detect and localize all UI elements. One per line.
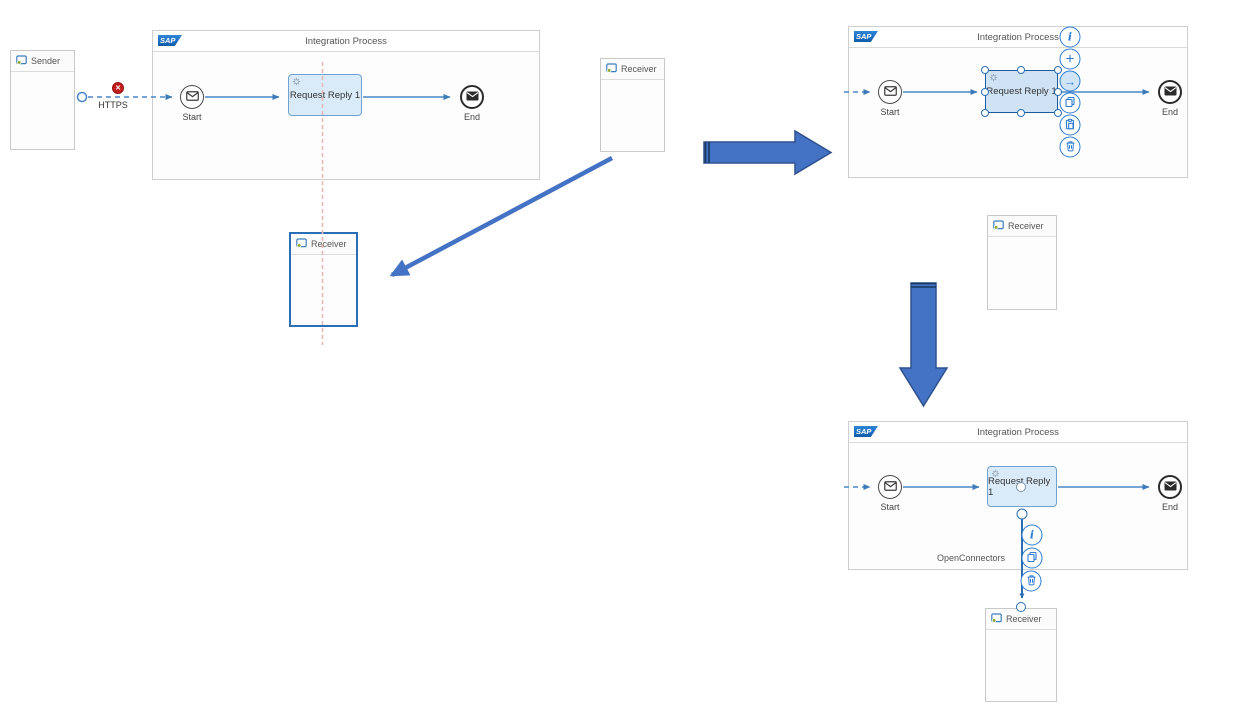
add-button[interactable]: + [1059, 48, 1081, 70]
message-icon [466, 88, 479, 106]
plus-icon: + [1065, 50, 1075, 67]
panel-header: SAP Integration Process [849, 422, 1187, 443]
request-reply-step-3[interactable]: Request Reply 1 [987, 466, 1057, 507]
resize-handle-n[interactable] [1017, 66, 1025, 74]
error-badge: ✕ [112, 82, 124, 94]
message-icon [1164, 478, 1177, 496]
paste-icon [1065, 116, 1076, 134]
step-label: Request Reply 1 [986, 86, 1057, 97]
block-arrow-down [898, 282, 949, 408]
info-button[interactable]: i [1059, 26, 1081, 48]
trash-icon [1026, 572, 1036, 590]
delete-button[interactable] [1059, 136, 1081, 158]
request-reply-step-1[interactable]: Request Reply 1 [288, 74, 362, 116]
message-icon [185, 88, 199, 106]
pool-label: Receiver [1006, 614, 1042, 624]
participant-icon [991, 613, 1002, 625]
pool-header: Receiver [291, 234, 356, 255]
trash-icon [1065, 138, 1075, 156]
pool-header: Receiver [601, 59, 664, 80]
connect-button[interactable]: → [1059, 70, 1081, 92]
participant-icon [993, 220, 1004, 232]
message-icon [883, 83, 897, 101]
end-event-circle[interactable] [1158, 80, 1182, 104]
panel-header: SAP Integration Process [849, 27, 1187, 48]
start-label: Start [880, 502, 900, 512]
info-icon: i [1067, 30, 1073, 44]
resize-handle-w[interactable] [981, 88, 989, 96]
receiver-pool-2[interactable]: Receiver [987, 215, 1057, 310]
resize-handle-nw[interactable] [981, 66, 989, 74]
participant-icon [296, 238, 307, 250]
request-reply-step-2[interactable]: Request Reply 1 [985, 70, 1058, 113]
start-label: Start [880, 107, 900, 117]
adapter-label-https: HTTPS [98, 100, 128, 110]
resize-handle-ne[interactable] [1054, 66, 1062, 74]
adapter-label-openconnectors: OpenConnectors [936, 553, 1005, 563]
start-event-circle[interactable] [180, 85, 204, 109]
end-event-2[interactable]: End [1158, 80, 1182, 117]
copy-icon [1027, 549, 1038, 567]
connection-source-handle[interactable] [1016, 482, 1026, 492]
start-event-3[interactable]: Start [878, 475, 902, 512]
pool-header: Sender [11, 51, 74, 72]
message-icon [1164, 83, 1177, 101]
error-x-icon: ✕ [115, 84, 121, 92]
end-event-3[interactable]: End [1158, 475, 1182, 512]
end-event-1[interactable]: End [460, 85, 484, 122]
receiver-pool-selected[interactable]: Receiver [289, 232, 358, 327]
gear-icon [292, 77, 301, 86]
resize-handle-e[interactable] [1054, 88, 1062, 96]
resize-handle-se[interactable] [1054, 109, 1062, 117]
end-label: End [1161, 502, 1178, 512]
pool-header: Receiver [988, 216, 1056, 237]
receiver-pool-1[interactable]: Receiver [600, 58, 665, 152]
start-event-circle[interactable] [878, 80, 902, 104]
pool-label: Receiver [311, 239, 347, 249]
panel-header: SAP Integration Process [153, 31, 539, 52]
delete-button-connection[interactable] [1020, 570, 1042, 592]
sender-pool[interactable]: Sender [10, 50, 75, 150]
start-event-circle[interactable] [878, 475, 902, 499]
start-event-1[interactable]: Start [180, 85, 204, 122]
pool-header: Receiver [986, 609, 1056, 630]
sender-connection-point[interactable] [76, 91, 88, 103]
start-event-2[interactable]: Start [878, 80, 902, 117]
pool-label: Sender [31, 56, 61, 66]
step-label: Request Reply 1 [988, 475, 1051, 498]
sap-logo: SAP [854, 426, 878, 437]
copy-button[interactable] [1059, 92, 1081, 114]
step-label: Request Reply 1 [289, 89, 361, 101]
panel-title: Integration Process [305, 35, 387, 47]
pool-label: Receiver [621, 64, 657, 74]
panel-title: Integration Process [977, 426, 1059, 438]
end-event-circle[interactable] [1158, 475, 1182, 499]
end-event-circle[interactable] [460, 85, 484, 109]
sap-logo: SAP [158, 35, 182, 46]
connection-start-handle[interactable] [1016, 508, 1028, 520]
integration-process-panel-3: SAP Integration Process [848, 421, 1188, 570]
pool-label: Receiver [1008, 221, 1044, 231]
end-label: End [1161, 107, 1178, 117]
gear-icon [991, 469, 1000, 478]
resize-handle-sw[interactable] [981, 109, 989, 117]
info-icon: i [1029, 528, 1035, 542]
arrow-right-icon: → [1064, 74, 1076, 88]
sap-logo: SAP [854, 31, 878, 42]
start-label: Start [182, 112, 202, 122]
receiver-pool-3[interactable]: Receiver [985, 608, 1057, 702]
info-button-connection[interactable]: i [1021, 524, 1043, 546]
paste-button[interactable] [1059, 114, 1081, 136]
end-label: End [463, 112, 480, 122]
gear-icon [989, 73, 998, 82]
panel-title: Integration Process [977, 31, 1059, 43]
connection-end-handle[interactable] [1016, 602, 1026, 612]
participant-icon [606, 63, 617, 75]
message-icon [883, 478, 897, 496]
block-arrow-right [703, 129, 833, 176]
copy-icon [1065, 94, 1076, 112]
resize-handle-s[interactable] [1017, 109, 1025, 117]
participant-icon [16, 55, 27, 67]
copy-button-connection[interactable] [1021, 547, 1043, 569]
